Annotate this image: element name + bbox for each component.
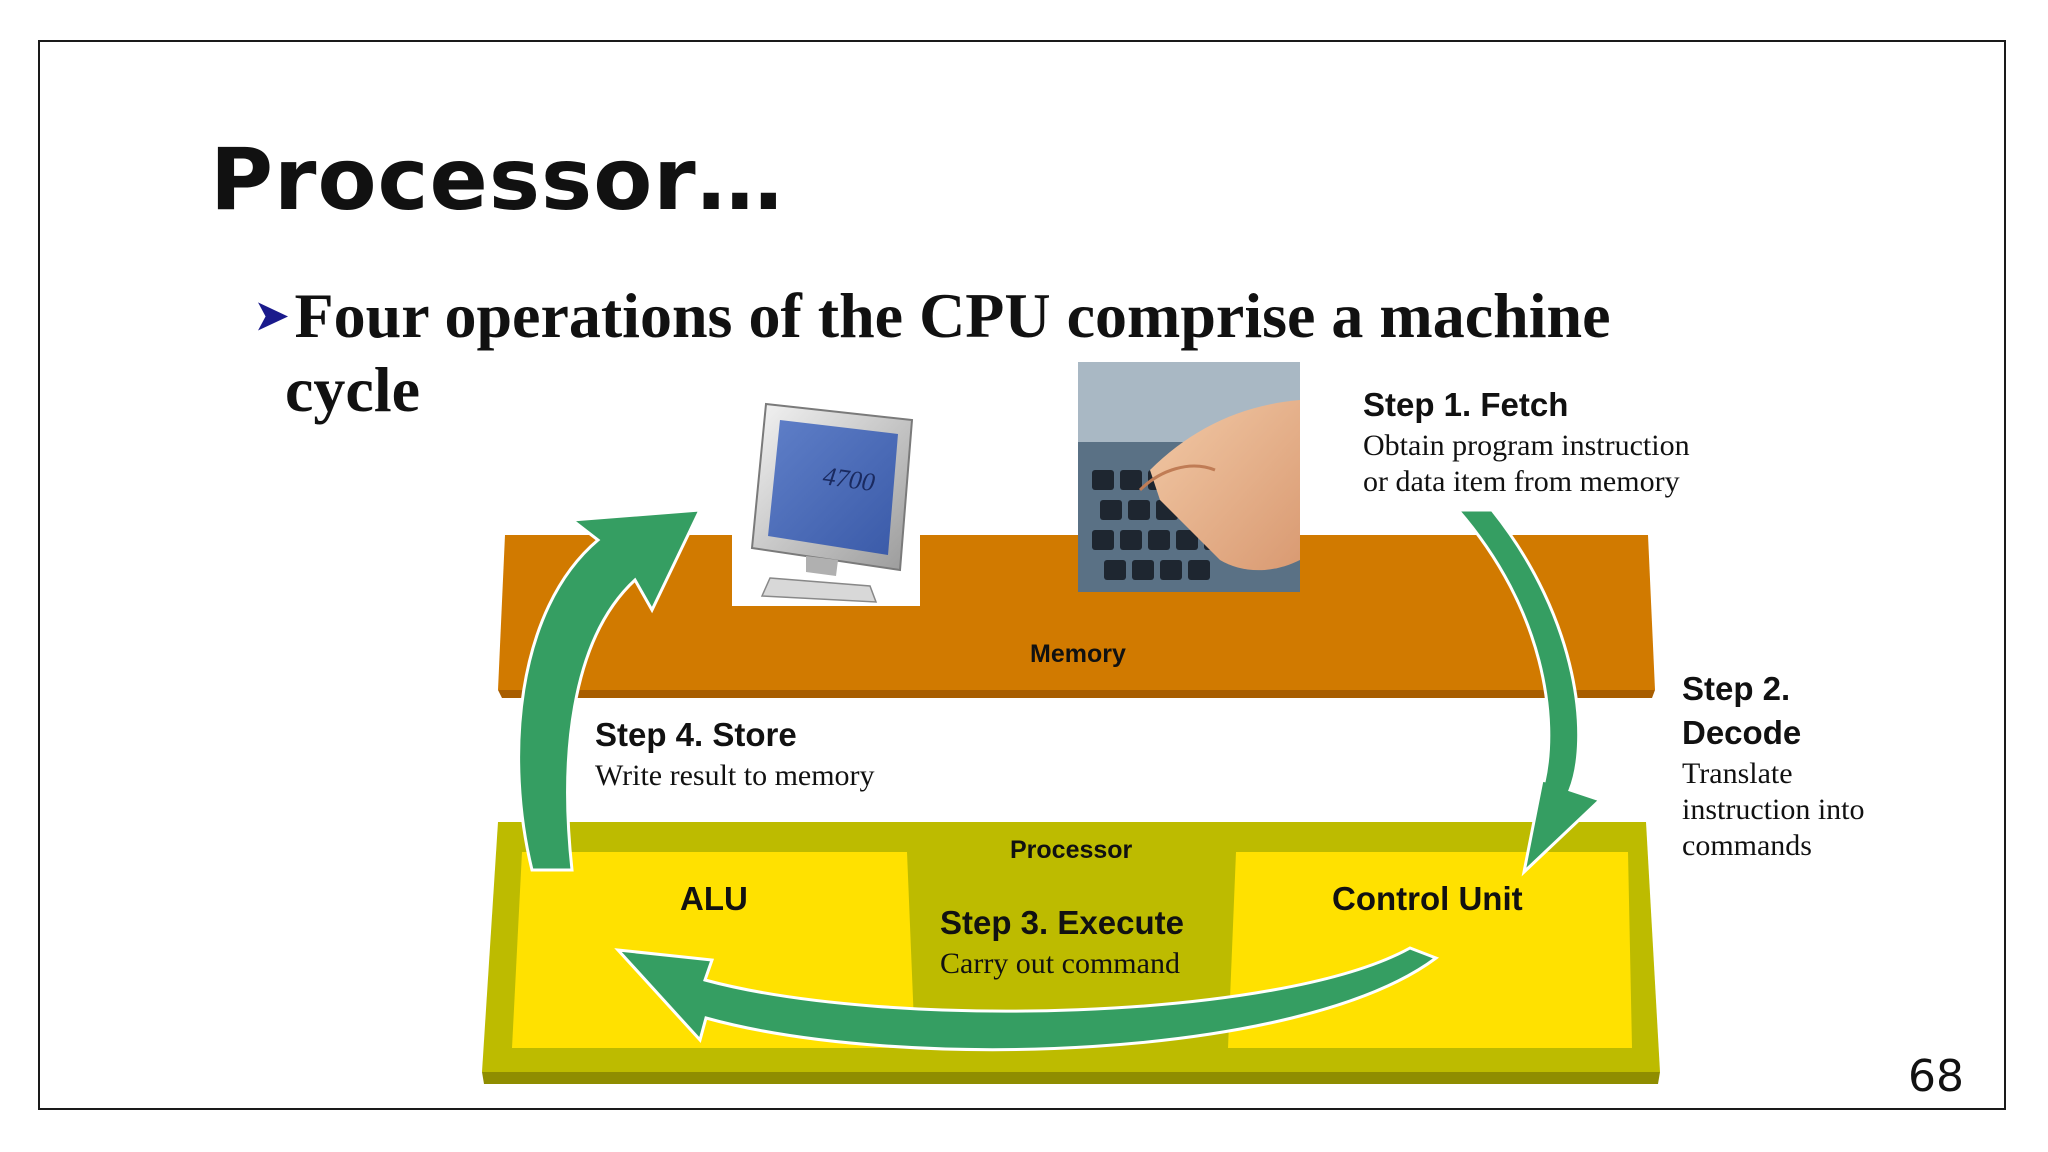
store-arrow [517, 508, 703, 872]
step4-title: Step 4. Store [595, 716, 797, 753]
bullet-text-line2: cycle [285, 354, 420, 425]
step4-desc: Write result to memory [595, 759, 875, 792]
execute-arrow [614, 946, 1440, 1052]
alu-label: ALU [680, 880, 748, 917]
step1-desc-line1: Obtain program instruction [1363, 429, 1690, 462]
step1-title: Step 1. Fetch [1363, 386, 1569, 423]
arrow-bullet-icon: ➤ [255, 293, 289, 338]
bullet-point: ➤Four operations of the CPU comprise a m… [255, 280, 1755, 426]
step2-title-line2: Decode [1682, 714, 1802, 751]
keyboard-photo [1078, 362, 1300, 592]
step3-desc: Carry out command [940, 947, 1180, 980]
step2-title-line1: Step 2. [1682, 670, 1791, 707]
step3-title: Step 3. Execute [940, 904, 1184, 941]
control-unit-label: Control Unit [1332, 880, 1523, 917]
slide-title: Processor… [210, 130, 784, 230]
memory-label: Memory [1030, 640, 1126, 668]
bullet-text-line1: Four operations of the CPU comprise a ma… [294, 280, 1611, 351]
monitor-text: 4700 [821, 461, 877, 497]
step1-desc-line2: or data item from memory [1363, 465, 1680, 498]
monitor-icon: 4700 [732, 398, 920, 606]
processor-label: Processor [1010, 836, 1133, 864]
cycle-arrows [517, 508, 1603, 1052]
step2-desc-line3: commands [1682, 829, 1812, 862]
step2-desc-line1: Translate [1682, 757, 1793, 790]
fetch-decode-arrow [1454, 508, 1603, 877]
step2-desc-line2: instruction into [1682, 793, 1865, 826]
page-number: 68 [1908, 1051, 1964, 1102]
